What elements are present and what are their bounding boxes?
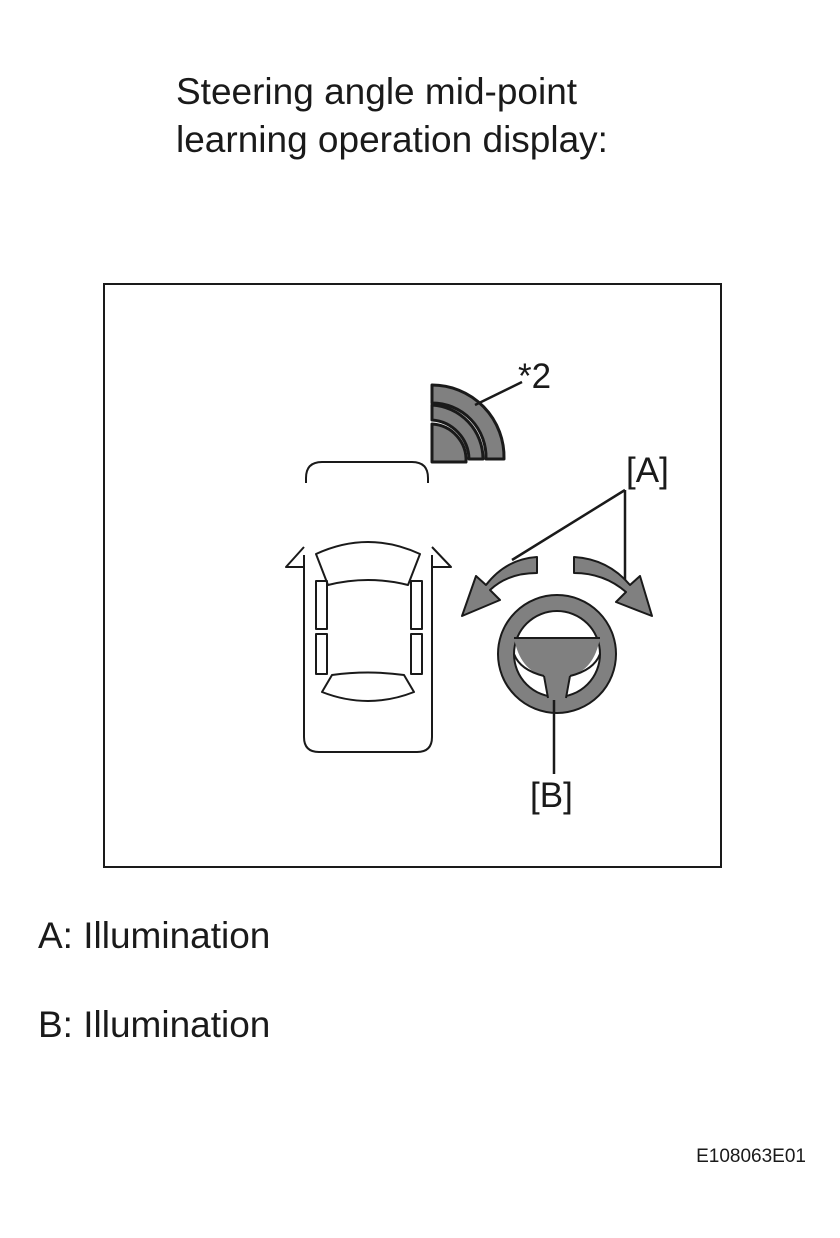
vehicle-left-rear-window bbox=[315, 633, 328, 675]
vehicle-right-rear-window bbox=[410, 633, 423, 675]
steering-wheel-hub bbox=[514, 638, 600, 698]
legend-b: B: Illumination bbox=[38, 1004, 271, 1045]
callout-2-label: *2 bbox=[518, 357, 551, 396]
turn-left-arrow-icon bbox=[461, 556, 538, 617]
vehicle-right-front-window bbox=[410, 580, 423, 630]
vehicle-left-front-window bbox=[315, 580, 328, 630]
callout-2-leader bbox=[474, 380, 523, 407]
title-line-1: Steering angle mid-point bbox=[176, 71, 578, 112]
sensor-wave-icon bbox=[430, 383, 506, 464]
page-title: Steering angle mid-point learning operat… bbox=[176, 68, 608, 164]
steering-wheel-hub-outline bbox=[513, 637, 601, 699]
steering-wheel-icon bbox=[497, 594, 617, 714]
vehicle-right-mirror bbox=[431, 546, 452, 568]
vehicle-body bbox=[303, 555, 433, 753]
figure-id: E108063E01 bbox=[696, 1146, 806, 1167]
vehicle-windshield bbox=[315, 541, 421, 586]
turn-right-arrow-icon bbox=[573, 556, 653, 617]
vehicle-icon bbox=[285, 461, 452, 753]
sensor-wave-inner bbox=[430, 422, 468, 464]
sensor-wave-outer bbox=[430, 383, 506, 461]
display-frame bbox=[103, 283, 722, 868]
legend-a: A: Illumination bbox=[38, 915, 271, 956]
vehicle-bumper-line bbox=[305, 461, 429, 483]
sensor-wave-middle bbox=[430, 403, 485, 461]
title-line-2: learning operation display: bbox=[176, 119, 608, 160]
vehicle-rear-window bbox=[321, 671, 415, 702]
callout-b-label: [B] bbox=[530, 776, 573, 815]
callout-a-label: [A] bbox=[626, 451, 669, 490]
callout-a-leaders bbox=[511, 488, 627, 580]
vehicle-left-mirror bbox=[285, 546, 305, 568]
